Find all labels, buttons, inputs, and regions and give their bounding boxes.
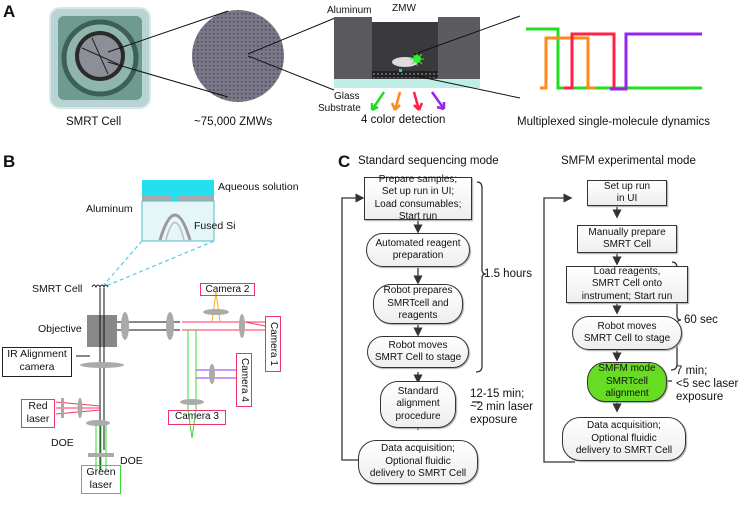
standard-duration-note: 1.5 hours bbox=[484, 268, 532, 280]
zmw-inset bbox=[141, 180, 215, 242]
panel-a-label: A bbox=[3, 2, 16, 21]
doe-label-1: DOE bbox=[51, 437, 74, 449]
green-laser-box: Green laser bbox=[81, 465, 121, 494]
standard-step-robot-moves: Robot moves SMRT Cell to stage bbox=[367, 336, 469, 368]
objective-label: Objective bbox=[38, 323, 82, 335]
smfm-mode-title: SMFM experimental mode bbox=[561, 155, 696, 167]
panel-c-label: C bbox=[338, 152, 351, 171]
optical-setup-diagram bbox=[55, 180, 266, 470]
camera-2-box: Camera 2 bbox=[200, 283, 255, 296]
zoom-line bbox=[107, 61, 229, 98]
standard-step-reagent-prep: Automated reagent preparation bbox=[366, 233, 470, 267]
dynamics-caption: Multiplexed single-molecule dynamics bbox=[517, 116, 711, 128]
smfm-step-manual-prepare: Manually prepare SMRT Cell bbox=[577, 225, 677, 253]
smfm-duration-note: 60 sec bbox=[684, 314, 718, 326]
standard-mode-title: Standard sequencing mode bbox=[358, 155, 499, 167]
trace-orange bbox=[540, 36, 596, 90]
glass-label: Glass bbox=[334, 91, 360, 102]
zmw-aluminum-label: Aluminum bbox=[327, 5, 372, 16]
detection-caption: 4 color detection bbox=[361, 114, 446, 126]
zmws-caption: ~75,000 ZMWs bbox=[194, 116, 273, 128]
standard-alignment-note: 12-15 min; ~2 min laser exposure bbox=[470, 388, 533, 426]
ir-alignment-camera-box: IR Alignment camera bbox=[2, 347, 72, 377]
zoom-line bbox=[415, 75, 521, 99]
standard-step-prepare: Prepare samples; Set up run in UI; Load … bbox=[364, 174, 472, 222]
b-smrt-cell-label: SMRT Cell bbox=[32, 283, 83, 295]
smrt-cell-caption: SMRT Cell bbox=[66, 116, 122, 128]
zmw-cross-section bbox=[334, 17, 480, 88]
trace-purple bbox=[610, 32, 702, 91]
smfm-step-robot-moves: Robot moves SMRT Cell to stage bbox=[572, 316, 682, 350]
smfm-alignment-note: 7 min; <5 sec laser exposure bbox=[676, 365, 739, 403]
standard-step-alignment: Standard alignment procedure bbox=[380, 381, 456, 428]
zoom-line bbox=[411, 15, 521, 56]
inset-aluminum-label: Aluminum bbox=[86, 203, 133, 215]
inset-line bbox=[105, 240, 215, 287]
smfm-step-load-reagents: Load reagents, SMRT Cell onto instrument… bbox=[566, 266, 688, 303]
dynamics-traces bbox=[526, 27, 702, 91]
panel-b-label: B bbox=[3, 152, 16, 171]
substrate-label: Substrate bbox=[318, 103, 361, 114]
smfm-step-data-acquisition: Data acquisition; Optional fluidic deliv… bbox=[562, 417, 686, 461]
standard-step-data-acquisition: Data acquisition; Optional fluidic deliv… bbox=[358, 440, 478, 484]
inset-line bbox=[102, 240, 143, 287]
camera-1-box: Camera 1 bbox=[265, 316, 281, 372]
smrt-cell-image bbox=[49, 7, 151, 109]
panel-a-graphic bbox=[49, 7, 702, 112]
smfm-step-alignment: SMFM mode SMRTcell alignment bbox=[587, 362, 667, 402]
camera-3-box: Camera 3 bbox=[168, 410, 226, 425]
camera-4-box: Camera 4 bbox=[236, 353, 252, 407]
doe-label-2: DOE bbox=[120, 455, 143, 467]
zoom-line bbox=[247, 17, 336, 55]
zmw-array-image bbox=[192, 10, 284, 102]
zmw-label: ZMW bbox=[392, 3, 416, 14]
red-laser-box: Red laser bbox=[21, 399, 55, 428]
zoom-line bbox=[107, 10, 229, 53]
fused-si-label: Fused Si bbox=[194, 220, 236, 232]
detection-arrows bbox=[370, 91, 446, 112]
trace-green bbox=[526, 27, 702, 90]
smfm-step-setup: Set up run in UI bbox=[587, 180, 667, 206]
aqueous-label: Aqueous solution bbox=[218, 181, 299, 193]
zoom-line bbox=[247, 55, 335, 91]
trace-red bbox=[564, 32, 616, 90]
objective-lens bbox=[87, 315, 117, 347]
standard-step-robot-prepares: Robot prepares SMRTcell and reagents bbox=[373, 284, 463, 324]
